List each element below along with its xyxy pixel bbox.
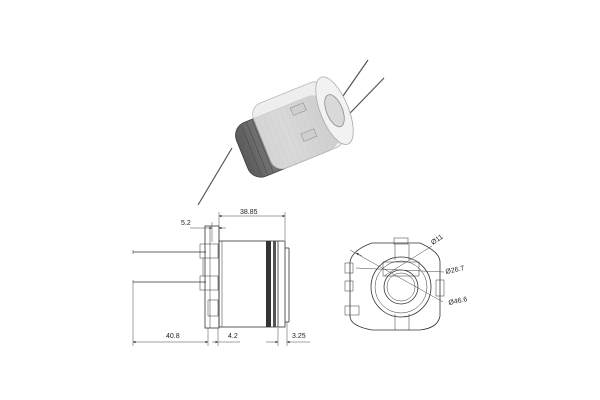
solenoid-coil-icon [197,59,385,206]
end-view: Ø11 Ø26.7 Ø46.6 [344,234,468,331]
product-photo [197,59,385,206]
dim-diameter-2: Ø26.7 [445,265,465,276]
dim-diameter-3: Ø46.6 [448,296,468,307]
dim-bottom-left: 40.8 [166,333,180,340]
dim-bottom-mid: 4.2 [228,333,238,340]
dim-diameter-1: Ø11 [430,234,445,247]
side-view: 5.2 38.85 40.8 4.2 3.25 [132,209,310,346]
dim-top-overall: 38.85 [240,209,258,216]
dim-bottom-right: 3.25 [292,333,306,340]
dim-top-left: 5.2 [181,220,191,227]
